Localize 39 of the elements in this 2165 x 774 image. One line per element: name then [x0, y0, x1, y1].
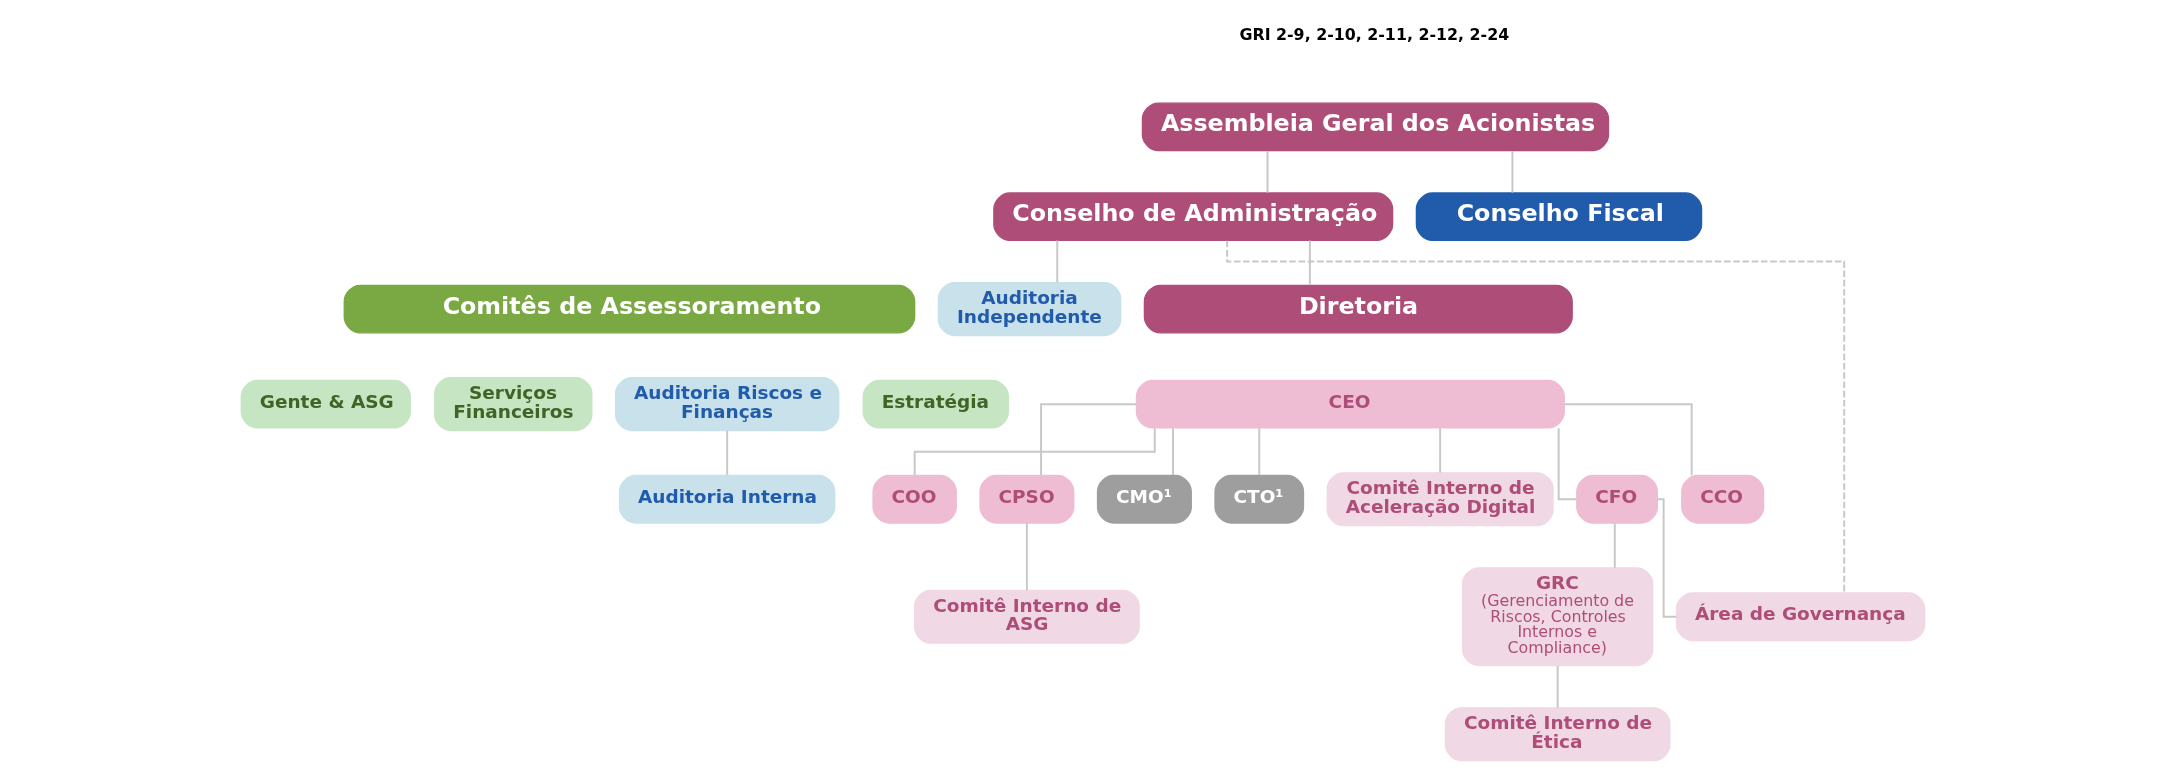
- node-box: Comitê Interno de Aceleração Digital: [1326, 472, 1554, 527]
- node-box: Conselho Fiscal: [1415, 192, 1702, 242]
- node-box: CFO: [1575, 474, 1658, 524]
- node-box: CMO¹: [1096, 474, 1192, 524]
- connector: [1438, 427, 1441, 474]
- connector: [1308, 239, 1311, 287]
- connector: [1025, 522, 1028, 592]
- node-box: Comitê Interno de ASG: [913, 589, 1140, 644]
- node-box: CEO: [1135, 379, 1565, 429]
- connector: [1257, 427, 1260, 476]
- node-box: Serviços Financeiros: [433, 377, 592, 432]
- node-box: Diretoria: [1143, 284, 1573, 334]
- connector: [1656, 498, 1677, 618]
- label: GRI 2-9, 2-10, 2-11, 2-12, 2-24: [1238, 24, 1509, 44]
- node-box: Auditoria Riscos e Finanças: [614, 377, 839, 432]
- connector: [1557, 427, 1577, 501]
- connector: [1613, 522, 1616, 569]
- connector: [1039, 403, 1137, 477]
- node-box: Área de Governança: [1675, 592, 1925, 642]
- node-box: Comitês de Assessoramento: [343, 284, 915, 334]
- connector: [1563, 403, 1693, 477]
- connector: [1556, 664, 1559, 709]
- connector: [1171, 427, 1174, 476]
- node-box: Assembleia Geral dos Acionistas: [1141, 102, 1609, 152]
- connector: [725, 429, 728, 476]
- node-box: Gente & ASG: [240, 379, 411, 429]
- node-box: Auditoria Independente: [937, 282, 1121, 337]
- node-box: CTO¹: [1213, 474, 1304, 524]
- node-box: COO: [871, 474, 957, 524]
- connector: [1055, 239, 1058, 284]
- node-box: Conselho de Administração: [992, 192, 1393, 242]
- node-box: CCO: [1680, 474, 1764, 524]
- connector: [1266, 149, 1268, 194]
- node-box: CPSO: [978, 474, 1074, 524]
- node-box: Estratégia: [862, 379, 1009, 429]
- node-box: Auditoria Interna: [618, 474, 835, 524]
- node-box: Comitê Interno de Ética: [1444, 707, 1671, 762]
- connector: [1510, 149, 1513, 194]
- node-box: GRC (Gerenciamento de Riscos, Controles Internos e Compliance): [1461, 567, 1653, 667]
